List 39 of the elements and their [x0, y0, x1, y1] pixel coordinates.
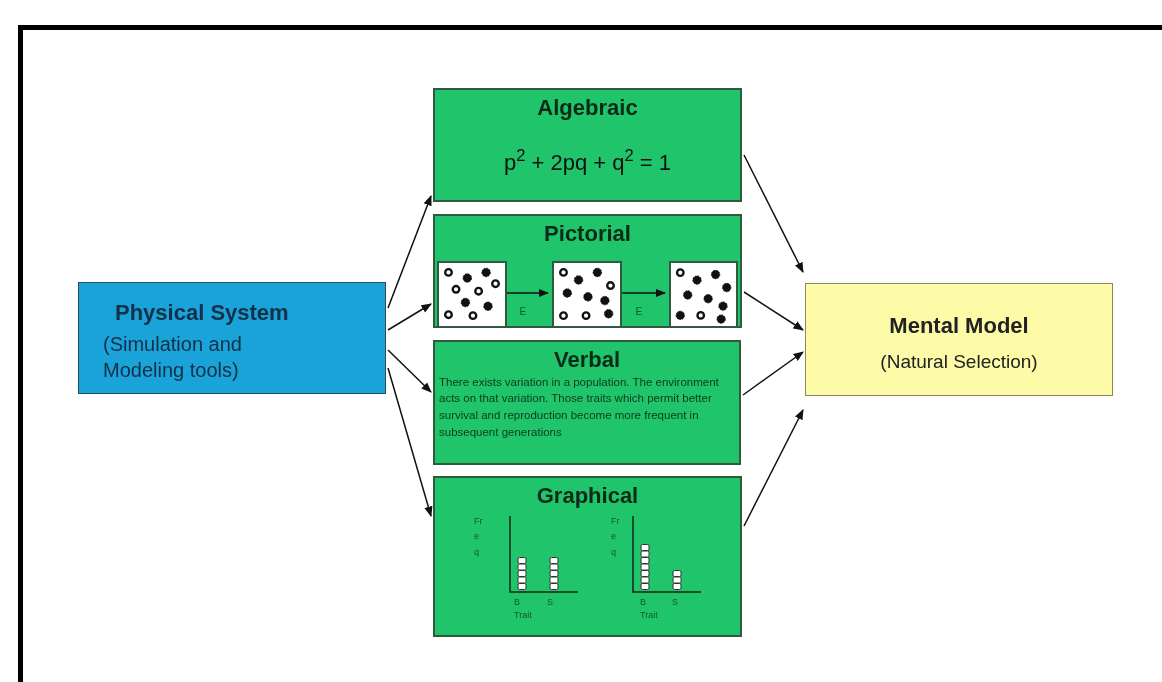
edge-label: E: [519, 307, 527, 317]
arrow: [742, 351, 804, 396]
arrow: [387, 349, 432, 393]
arrow: [387, 303, 432, 331]
edge-label: E: [635, 307, 643, 317]
category-label: Trait: [640, 611, 658, 620]
arrow: [387, 367, 433, 517]
axis-label: Fr e q: [611, 515, 621, 559]
arrow: [743, 409, 804, 527]
arrow: [743, 154, 804, 273]
picture-panel: [552, 261, 622, 328]
picture-panel: [669, 261, 738, 328]
category-label: B: [640, 598, 646, 607]
category-label: Trait: [514, 611, 532, 620]
process-box: [433, 214, 742, 328]
category-label: S: [672, 598, 678, 607]
process-box: [78, 282, 386, 394]
picture-panel: [437, 261, 507, 328]
process-box: [805, 283, 1113, 396]
process-box: [433, 88, 742, 202]
node-description: There exists variation in a population. The environment acts on that variation. Those traits which permit better survival and reproduction become more frequent in subsequent generations: [438, 374, 720, 440]
arrow: [387, 195, 432, 309]
node-title: Mental Model: [889, 312, 1029, 340]
node-title: Pictorial: [544, 220, 631, 248]
node-title: Algebraic: [537, 94, 638, 122]
category-label: B: [514, 598, 520, 607]
arrow: [506, 288, 550, 298]
arrow: [743, 291, 804, 331]
node-title: Physical System: [115, 299, 290, 327]
node-title: Graphical: [536, 482, 639, 510]
node-subtitle: (Natural Selection): [880, 349, 1038, 374]
process-box: [433, 476, 742, 637]
node-title: Verbal: [553, 346, 620, 374]
axis-label: Fr e q: [474, 515, 484, 559]
category-label: S: [547, 598, 553, 607]
equation: p$^{2}$ + 2pq + q$^{2}$ = 1: [504, 145, 671, 177]
arrow: [621, 288, 667, 298]
node-subtitle: (Simulation and Modeling tools): [103, 331, 243, 383]
process-box: [433, 340, 741, 465]
